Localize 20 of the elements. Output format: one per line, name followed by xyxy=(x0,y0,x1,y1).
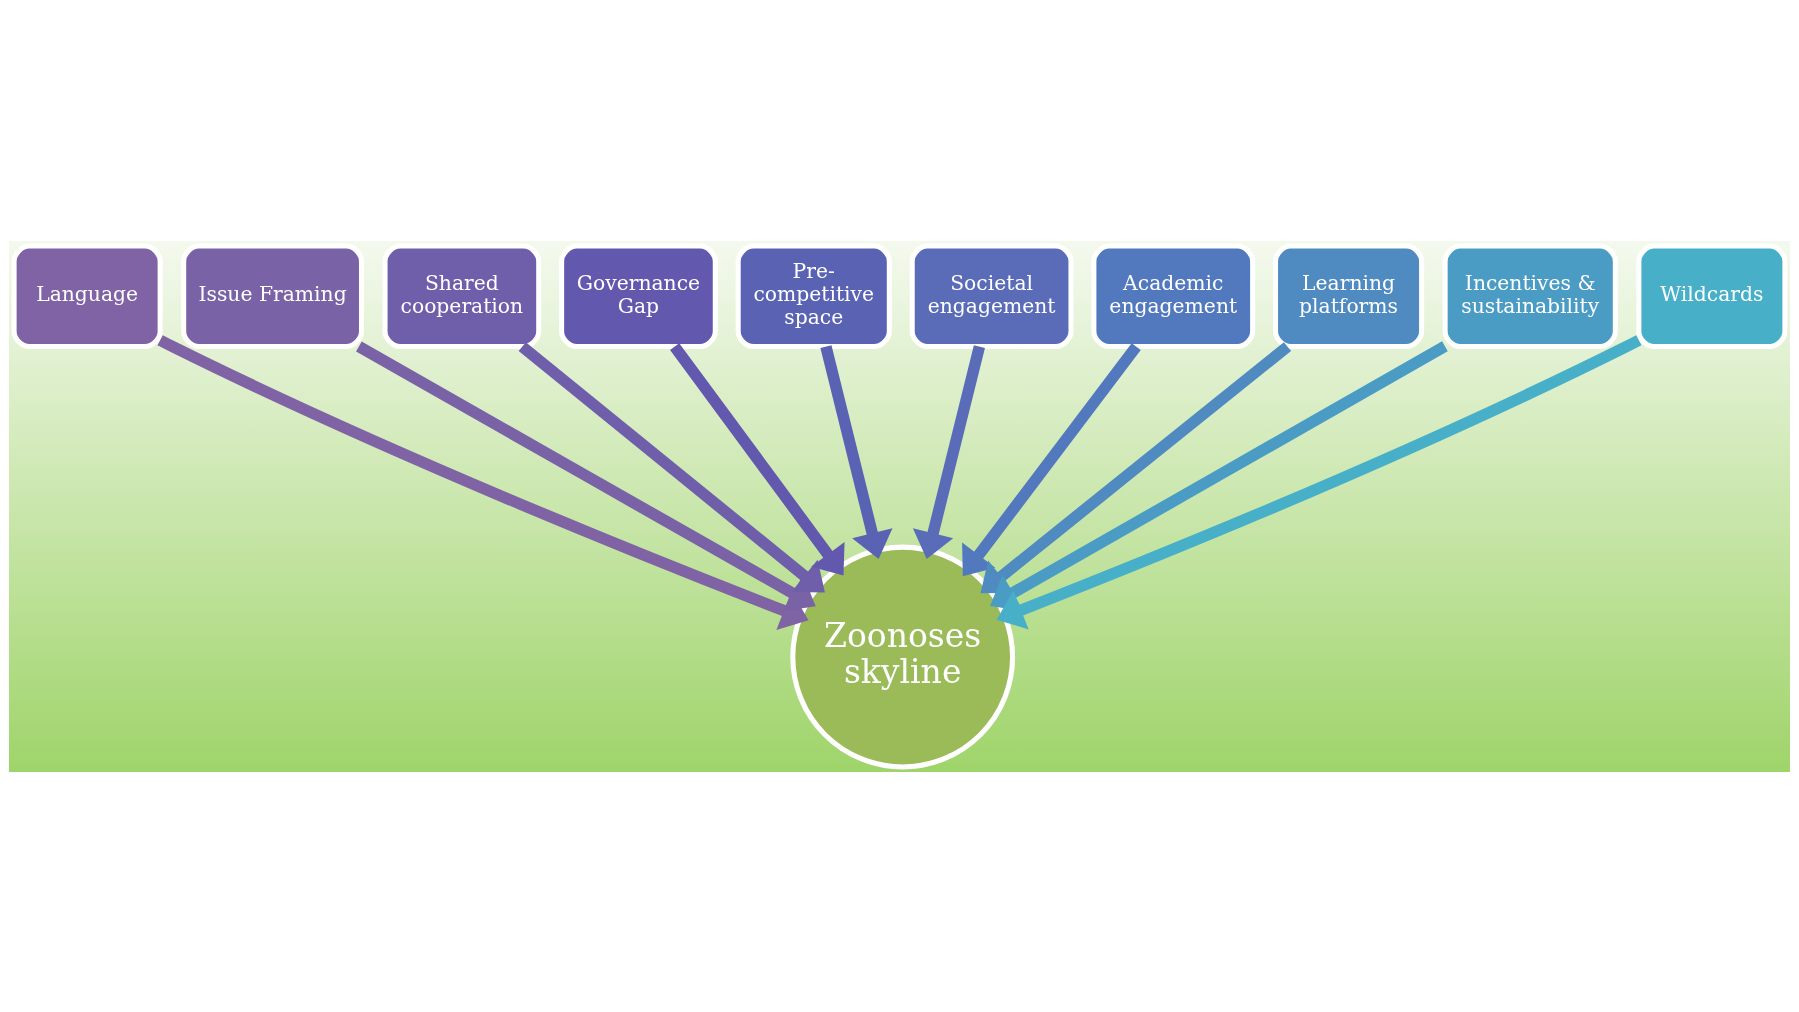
arrow xyxy=(518,341,825,593)
arrow xyxy=(670,342,845,576)
node-box: Shared cooperation xyxy=(382,243,542,349)
arrow xyxy=(980,341,1292,593)
arrow xyxy=(356,341,816,611)
arrow xyxy=(990,340,1448,611)
arrow xyxy=(962,342,1141,576)
arrow xyxy=(996,334,1642,630)
arrow xyxy=(820,344,893,559)
node-box: Incentives & sustainability xyxy=(1442,243,1618,349)
node-box: Wildcards xyxy=(1636,243,1788,349)
node-box: Issue Framing xyxy=(181,243,365,349)
node-box: Academic engagement xyxy=(1091,243,1256,349)
arrow xyxy=(912,344,985,559)
node-box: Pre-competitive space xyxy=(735,243,892,349)
node-box: Learning platforms xyxy=(1273,243,1425,349)
node-box: Governance Gap xyxy=(559,243,718,349)
node-box: Language xyxy=(11,243,163,349)
node-box: Societal engagement xyxy=(909,243,1074,349)
arrow xyxy=(157,334,809,630)
